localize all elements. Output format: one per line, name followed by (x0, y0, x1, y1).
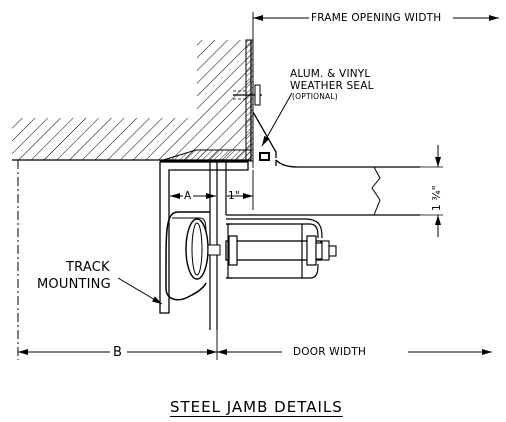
dimension-a-label: A (184, 190, 192, 202)
dimension-lines (17, 12, 499, 360)
track-mounting-label-line1: TRACK (66, 260, 110, 275)
track-angle (159, 161, 249, 314)
track-mounting-label-line2: MOUNTING (37, 277, 111, 292)
dimension-one-three-quarter-label: 1 ¾" (431, 185, 443, 211)
leader-lines (117, 92, 293, 305)
dimension-b-label: B (113, 345, 123, 360)
frame-opening-width-label: FRAME OPENING WIDTH (311, 12, 442, 24)
masonry-wall (12, 40, 252, 161)
drawing-title: STEEL JAMB DETAILS (170, 398, 343, 416)
weather-seal-label-line1: ALUM. & VINYL (290, 68, 371, 80)
door-panel (226, 159, 443, 216)
weather-seal (252, 111, 277, 161)
dimension-one-inch-label: 1" (228, 190, 240, 202)
weather-seal-label-line3: (OPTIONAL) (292, 92, 338, 101)
track-roller-assembly (165, 211, 221, 301)
hinge-shaft (225, 218, 337, 279)
weather-seal-label-line2: WEATHER SEAL (290, 80, 374, 92)
door-width-label: DOOR WIDTH (293, 346, 367, 358)
anchor-bolt (233, 84, 262, 106)
